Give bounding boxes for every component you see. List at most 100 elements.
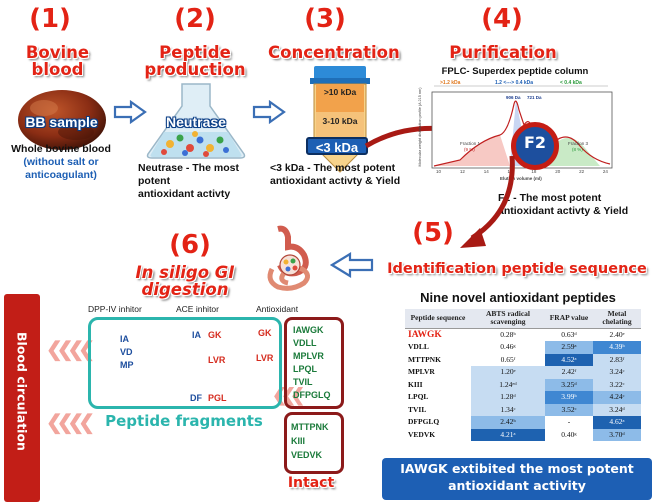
fragments-box (88, 317, 282, 409)
arrow-right-icon (252, 100, 286, 124)
header-frap: FRAP value (545, 309, 593, 329)
ace-gk: GK (208, 330, 222, 340)
table-row: DFPGLQ 2.42ᵇ - 4.62ᵃ (405, 416, 641, 429)
cell-peptide: TVIL (408, 404, 427, 414)
concentration-caption-line1: <3 kDa - The most potent (270, 162, 396, 174)
cell-metal: 3.70ᵈ (593, 428, 641, 441)
x-tick: 10 (436, 169, 442, 174)
dpp-list: IA VD MP (120, 333, 134, 372)
dpp-item: MP (120, 360, 134, 370)
conclusion-banner: IAWGK extibited the most potent antioxid… (382, 458, 652, 500)
fraction3-yield: (8 %) (572, 147, 583, 152)
step2-number: (2) (174, 4, 216, 34)
curved-arrow-down-icon (460, 155, 515, 248)
antioxidant-item: MPLVR (293, 351, 324, 361)
cell-abts: 1.28ᵈ (471, 391, 545, 404)
cell-frap: 0.40ᵍ (545, 428, 593, 441)
cell-peptide: IAWGK (408, 329, 442, 340)
cell-metal: 3.22ᶜ (593, 378, 641, 391)
cell-peptide: VEDVK (408, 429, 436, 439)
step3-number: (3) (304, 4, 346, 34)
table-row: KIII 1.24ᵉᵈ 3.25ᵈ 3.22ᶜ (405, 378, 641, 391)
f2-label: F2 (523, 133, 547, 152)
arrow-right-icon (113, 100, 147, 124)
blood-desc-line3: anticoagulant) (25, 169, 97, 182)
cell-abts: 1.24ᵉᵈ (471, 378, 545, 391)
conclusion-line1: IAWGK extibited the most potent (400, 461, 634, 476)
chromatogram-y-axis: Molecular weight distribution profile (A… (418, 87, 422, 167)
blood-desc-line1: Whole bovine blood (11, 143, 111, 155)
step4-title: Purification (449, 43, 557, 62)
bb-sample-label: BB sample (25, 114, 98, 130)
chevron-left-icon: ❮❮❮❮ (46, 412, 95, 434)
dpp-item: VD (120, 347, 133, 357)
cell-abts: 0.46ᵍ (471, 341, 545, 354)
purification-caption: F2 - The most potent antioxidant activty… (498, 192, 648, 218)
x-tick: 12 (459, 169, 465, 174)
step2-title: Peptide production (135, 44, 255, 79)
cell-peptide: MTTPNK (408, 354, 441, 364)
cell-frap: 0.63ᵈ (545, 328, 593, 341)
cell-frap: 2.42ᶠ (545, 366, 593, 379)
purification-caption-line1: F2 - The most potent (498, 192, 602, 204)
table-row: MTTPNK 0.65ᶠ 4.52ᵃ 2.83ᶠ (405, 353, 641, 366)
x-tick: 22 (579, 169, 585, 174)
cell-abts: 0.28ᵇ (471, 328, 545, 341)
cell-frap: - (545, 416, 593, 429)
table-row: VEDVK 4.21ᵃ 0.40ᵍ 3.70ᵈ (405, 428, 641, 441)
peptide-fragments-label: Peptide fragments (105, 412, 263, 430)
step2-title-line2: production (144, 60, 246, 80)
table-row: VDLL 0.46ᵍ 2.59ᵃ 4.39ᵇ (405, 341, 641, 354)
header-metal: Metal chelating (593, 309, 641, 329)
arrow-left-icon (330, 252, 374, 278)
cell-frap: 3.99ᵇ (545, 391, 593, 404)
concentration-caption: <3 kDa - The most potent antioxidant act… (270, 162, 410, 188)
chevron-left-icon: ❮❮❮❮ (46, 339, 95, 361)
f2-highlight (511, 122, 559, 170)
cell-metal: 4.24ᶜ (593, 391, 641, 404)
blood-sample-image (18, 90, 106, 150)
antioxidant-item: IAWGK (293, 325, 324, 335)
cell-metal: 4.62ᵃ (593, 416, 641, 429)
chromatogram-x-axis: Elution volume (ml) (500, 176, 542, 181)
antioxidant-box (284, 317, 344, 409)
fraction1-label: Fraction 1 (460, 141, 481, 146)
gi-tract-icon (267, 225, 310, 291)
peak-2-label: 721 Da (527, 95, 542, 100)
neutrase-caption-line2: antioxidant activty (138, 188, 231, 201)
range-2: 1.2 <---> 0.4 kDa (495, 80, 534, 86)
purification-subtitle: FPLC- Superdex peptide column (441, 66, 589, 77)
step1-number: (1) (29, 4, 71, 34)
table-row: LPQL 1.28ᵈ 3.99ᵇ 4.24ᶜ (405, 391, 641, 404)
step2-title-line1: Peptide (159, 43, 231, 62)
step6-number: (6) (169, 230, 211, 260)
x-tick: 18 (531, 169, 537, 174)
fraction1-yield: (9 %) (464, 147, 475, 152)
range-1: >1.2 kDa (440, 80, 461, 86)
cell-frap: 4.52ᵃ (545, 353, 593, 366)
table-row: MPLVR 1.20ᵉ 2.42ᶠ 3.24ᶜ (405, 366, 641, 379)
cell-metal: 4.39ᵇ (593, 341, 641, 354)
antioxidant-header: Antioxidant (256, 304, 299, 314)
tube-low-label: <3 kDa (306, 137, 368, 155)
header-peptide: Peptide sequence (405, 309, 471, 329)
cell-abts: 1.34ᶜ (471, 403, 545, 416)
x-tick: 24 (602, 169, 608, 174)
cell-abts: 0.65ᶠ (471, 353, 545, 366)
ace-lvr: LVR (208, 355, 226, 365)
cell-metal: 3.24ᶜ (593, 366, 641, 379)
step6-title: In siligo GI digestion (135, 263, 235, 300)
table-title: Nine novel antioxidant peptides (420, 290, 616, 305)
peak-1-label: 906 Da (506, 95, 521, 100)
concentration-caption-line2: antioxidant activty & Yield (270, 175, 401, 188)
cell-peptide: VDLL (408, 342, 429, 351)
blood-circulation-label: Blood circulation (14, 332, 30, 451)
cell-metal: 2.83ᶠ (593, 353, 641, 366)
step3-title: Concentration (268, 43, 400, 62)
ace-pgl: PGL (208, 393, 227, 403)
cell-peptide: DFPGLQ (408, 417, 440, 426)
cell-abts: 1.20ᵉ (471, 366, 545, 379)
tube-mid-label: 3-10 kDa (322, 116, 358, 126)
tube-top-label: >10 kDa (323, 87, 357, 97)
peptide-table: Peptide sequence ABTS radical scavenging… (405, 309, 641, 441)
